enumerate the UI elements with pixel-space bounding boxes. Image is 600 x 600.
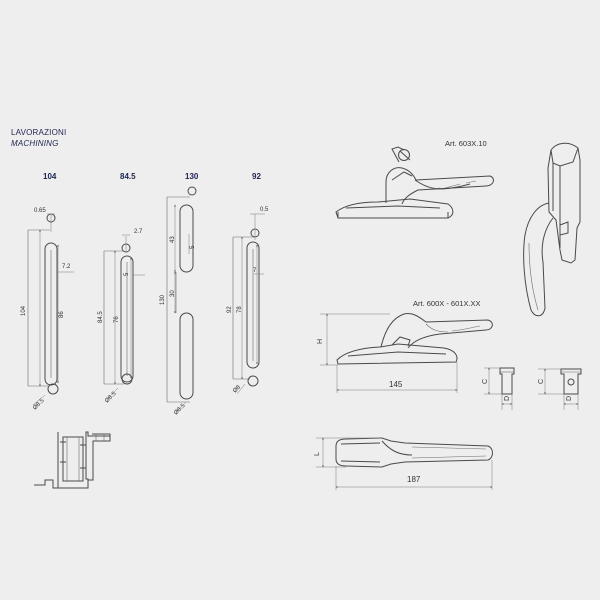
col3-header: 130 xyxy=(185,172,199,181)
dim-187-label: 187 xyxy=(407,475,421,484)
handle-top-dimensions xyxy=(316,437,493,490)
col2-width-label: 5 xyxy=(124,272,130,276)
machining-slot-col4 xyxy=(232,213,265,395)
machining-slot-col2 xyxy=(103,234,145,399)
col3-dia-label: Ø8.5 xyxy=(173,403,187,417)
col1-header: 104 xyxy=(43,172,57,181)
dim-145-label: 145 xyxy=(389,380,403,389)
detail-2-d-label: D xyxy=(566,396,573,401)
machining-slot-col1 xyxy=(27,213,74,406)
col1-dia-label: Ø8.5 xyxy=(32,398,46,412)
dim-h-label: H xyxy=(317,339,324,344)
col4-total-label: 92 xyxy=(227,306,233,313)
col4-offset-label: 0.5 xyxy=(260,207,269,213)
col1-width-label: 7.2 xyxy=(62,264,71,270)
handle-side-drawing xyxy=(523,142,581,317)
col1-slot-label: 86 xyxy=(59,311,65,318)
col2-dia-label: Ø8.5 xyxy=(104,391,118,405)
col4-width-label: 7 xyxy=(253,268,257,274)
handle-600-dimensions xyxy=(320,313,458,393)
dim-l-label: L xyxy=(314,452,321,456)
art-603-label: Art. 603X.10 xyxy=(445,139,487,148)
col3-width-label: 5 xyxy=(190,245,196,249)
handle-top-drawing xyxy=(335,437,493,468)
col3-top-label: 43 xyxy=(170,236,176,243)
col2-offset-label: 2.7 xyxy=(134,229,143,235)
col4-dia-label: Ø8 xyxy=(232,384,242,394)
col1-offset-label: 0.65 xyxy=(34,208,46,214)
detail-1-d-label: D xyxy=(504,396,511,401)
section-subtitle: MACHINING xyxy=(11,139,59,148)
col3-total-label: 130 xyxy=(160,294,166,305)
detail-2-drawing xyxy=(538,368,582,410)
machining-slot-col3 xyxy=(166,186,197,413)
col4-header: 92 xyxy=(252,172,261,181)
col2-total-label: 84.5 xyxy=(98,311,104,323)
col1-total-label: 104 xyxy=(21,305,27,316)
handle-600-drawing xyxy=(336,313,493,365)
col4-slot-label: 78 xyxy=(237,306,243,313)
art-600-label: Art. 600X - 601X.XX xyxy=(413,299,481,308)
col2-slot-label: 76 xyxy=(114,316,120,323)
detail-1-drawing xyxy=(484,367,515,410)
detail-2-c-label: C xyxy=(538,379,545,384)
profile-section xyxy=(34,431,111,489)
handle-603-drawing xyxy=(335,146,494,219)
col3-gap-label: 30 xyxy=(170,290,176,297)
section-title: LAVORAZIONI xyxy=(11,128,66,137)
detail-1-c-label: C xyxy=(482,379,489,384)
col2-header: 84.5 xyxy=(120,172,136,181)
